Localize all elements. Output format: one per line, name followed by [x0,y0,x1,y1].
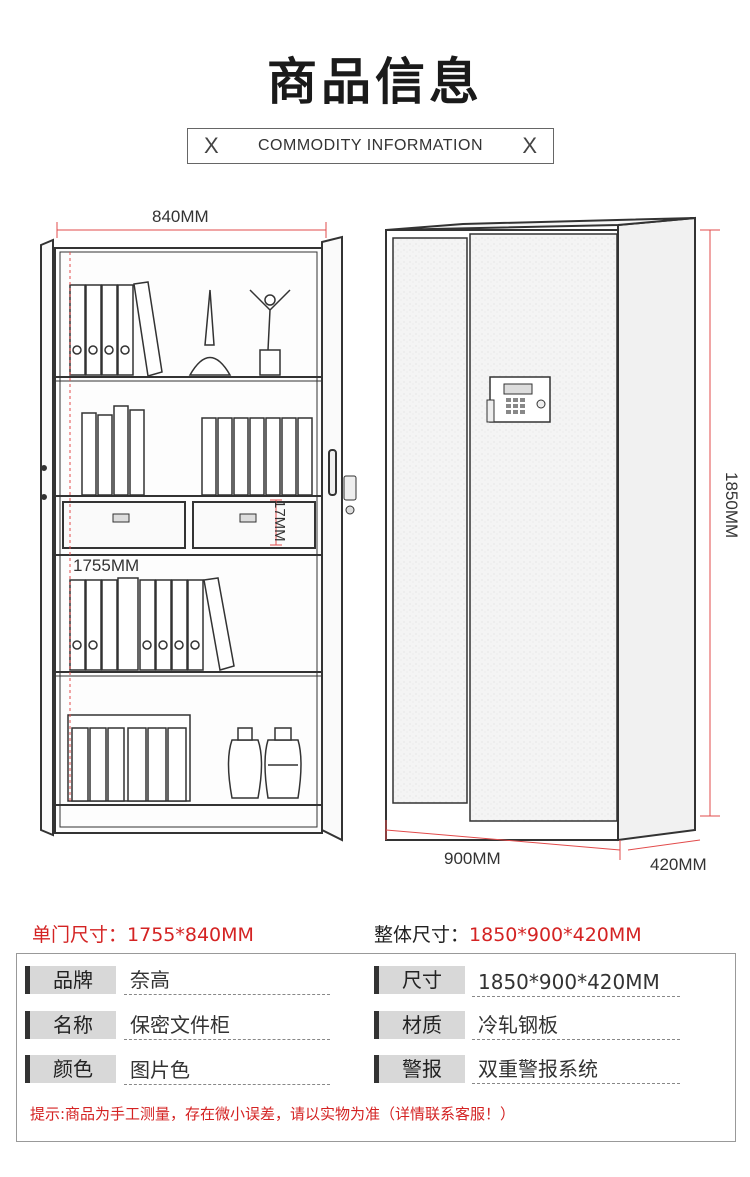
param-label-color: 颜色 [25,1055,116,1083]
x-mark-left-icon: X [204,133,219,158]
open-height-label: 1755MM [73,556,140,575]
param-value-name: 保密文件柜 [124,1011,330,1040]
overall-size-label: 整体尺寸： [374,924,470,946]
page-title: 商品信息 [267,53,483,111]
param-value-color: 图片色 [124,1056,330,1085]
door-size-value: 1755*840MM [127,924,254,946]
closed-depth-label: 420MM [650,855,707,874]
cabinet-illustration [40,216,720,860]
params-table [16,953,736,1142]
closed-height-label: 1850MM [722,472,741,539]
param-label-material: 材质 [374,1011,465,1039]
param-value-material: 冷轧钢板 [472,1011,680,1040]
open-width-label: 840MM [152,207,209,226]
param-value-alarm: 双重警报系统 [472,1055,680,1084]
overall-size-value: 1850*900*420MM [469,924,642,946]
measurement-note: 提示:商品为手工测量，存在微小误差，请以实物为准（详情联系客服！） [30,1105,516,1123]
subtitle-box: COMMODITY INFORMATION X X [187,128,554,164]
closed-cabinet [385,216,696,842]
door-size-line: 单门尺寸：1755*840MM [32,920,254,947]
param-label-alarm: 警报 [374,1055,465,1083]
closed-width-label: 900MM [444,849,501,868]
closed-dimension-lines [385,229,720,860]
param-value-brand: 奈高 [124,966,330,995]
drawer-height-label: 17MM [271,500,288,542]
param-label-size: 尺寸 [374,966,465,994]
door-size-label: 单门尺寸： [32,924,128,946]
x-mark-right-icon: X [522,133,537,158]
overall-size-line: 整体尺寸：1850*900*420MM [374,920,642,947]
param-label-name: 名称 [25,1011,116,1039]
subtitle-text: COMMODITY INFORMATION [257,137,483,154]
param-value-size: 1850*900*420MM [472,968,680,997]
param-label-brand: 品牌 [25,966,116,994]
open-cabinet [40,235,357,842]
open-dimension-lines [56,222,327,802]
